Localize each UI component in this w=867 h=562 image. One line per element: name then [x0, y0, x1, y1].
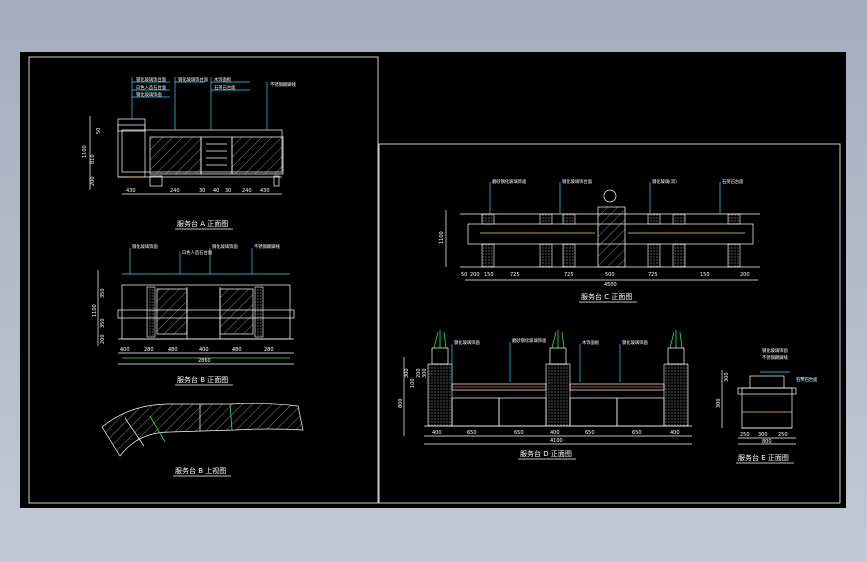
v1-dim-7: 430	[260, 188, 270, 194]
v2-side-3: 350	[100, 318, 106, 328]
v5-dim-2: 650	[467, 430, 477, 436]
v6-title: 服务台 E 正面图	[738, 453, 789, 462]
v2-dim-6: 280	[264, 347, 274, 353]
left-panel-frame	[28, 56, 379, 504]
view-4-elevation	[445, 182, 760, 281]
v1-dim-3: 30	[199, 188, 205, 194]
v6-side-1: 300	[716, 398, 722, 408]
v4-dim-5: 725	[564, 272, 574, 278]
v5-note-1: 钢化玻璃饰面	[454, 339, 480, 346]
view-3-top-view	[101, 402, 304, 457]
v4-dim-6: 500	[605, 272, 615, 278]
v1-side-1: 1100	[82, 145, 88, 158]
view-2-elevation	[97, 248, 295, 365]
v1-dim-5: 30	[225, 188, 231, 194]
v5-dim-1: 400	[432, 430, 442, 436]
v1-side-2: 810	[90, 154, 96, 164]
v2-note-2: 白色人造石台面	[182, 249, 213, 256]
v1-side-4: 200	[90, 176, 96, 186]
v4-dim-1: 50	[461, 272, 467, 278]
v5-overall: 4100	[550, 438, 563, 444]
cad-drawing: 钢化玻璃饰台面 白色人造石台面 钢化玻璃饰面 钢化玻璃饰台面 木饰面板 石英石台…	[28, 56, 841, 504]
v5-note-4: 钢化玻璃饰面	[622, 339, 648, 346]
v4-dim-7: 725	[648, 272, 658, 278]
view-1-elevation	[89, 77, 284, 195]
v4-note-2: 钢化玻璃饰台面	[562, 178, 593, 185]
v5-side-5: 800	[398, 398, 404, 408]
v6-side-2: 300	[724, 372, 730, 382]
v2-side-1: 1100	[92, 304, 98, 317]
v4-overall: 4500	[604, 282, 617, 288]
view-5-elevation	[403, 330, 692, 445]
v1-note-5: 木饰面板	[214, 76, 232, 83]
v5-dim-6: 650	[632, 430, 642, 436]
v2-note-3: 钢化玻璃饰面	[212, 243, 238, 250]
v5-dim-3: 650	[514, 430, 524, 436]
v5-note-3: 木饰面板	[582, 339, 600, 346]
v2-side-4: 200	[100, 334, 106, 344]
v6-dim-3: 250	[778, 432, 788, 438]
v2-note-4: 不锈钢踢脚线	[254, 243, 280, 250]
v2-side-2: 350	[100, 288, 106, 298]
v4-note-4: 石英石台面	[722, 178, 744, 185]
view-6-elevation	[721, 370, 810, 445]
v5-side-1: 300	[404, 368, 410, 378]
v1-note-2: 白色人造石台面	[136, 84, 167, 91]
v2-title: 服务台 B 正面图	[177, 375, 228, 384]
v4-dim-3: 150	[484, 272, 494, 278]
v5-title: 服务台 D 正面图	[520, 449, 572, 458]
v6-note-2: 不锈钢踢脚线	[762, 354, 788, 361]
v2-dim-5: 480	[232, 347, 242, 353]
v5-dim-7: 400	[670, 430, 680, 436]
v4-dim-8: 150	[700, 272, 710, 278]
v1-note-6: 石英石台面	[214, 84, 236, 91]
v6-note-1: 钢化玻璃饰面	[762, 347, 788, 354]
v2-note-1: 钢化玻璃饰面	[132, 243, 158, 250]
v1-title: 服务台 A 正面图	[177, 219, 228, 228]
v1-note-7: 不锈钢踢脚线	[270, 81, 296, 88]
v4-title: 服务台 C 正面图	[581, 292, 632, 301]
v1-dim-4: 40	[213, 188, 219, 194]
v2-overall: 2860	[198, 358, 211, 364]
v5-note-2: 磨砂钢化玻璃饰面	[512, 337, 547, 344]
v1-note-1: 钢化玻璃饰台面	[136, 76, 167, 83]
v1-dim-2: 240	[170, 188, 180, 194]
v5-side-4: 300	[422, 368, 428, 378]
v6-overall: 800	[762, 439, 772, 445]
v4-dim-4: 725	[510, 272, 520, 278]
v1-side-3: 50	[96, 128, 102, 134]
v5-dim-4: 400	[550, 430, 560, 436]
v4-dim-2: 200	[470, 272, 480, 278]
v5-side-3: 200	[416, 368, 422, 378]
cad-drawing-canvas[interactable]: 钢化玻璃饰台面 白色人造石台面 钢化玻璃饰面 钢化玻璃饰台面 木饰面板 石英石台…	[20, 52, 846, 508]
v1-dim-1: 430	[126, 188, 136, 194]
v4-side-1: 1100	[439, 231, 445, 244]
v1-note-4: 钢化玻璃饰台面	[178, 76, 209, 83]
right-panel-frame	[378, 143, 841, 504]
v5-dim-5: 650	[585, 430, 595, 436]
v2-dim-2: 280	[144, 347, 154, 353]
v3-title: 服务台 B 上视图	[175, 466, 226, 475]
v4-dim-9: 200	[740, 272, 750, 278]
v1-dim-6: 240	[242, 188, 252, 194]
v2-dim-1: 400	[120, 347, 130, 353]
v2-dim-3: 480	[168, 347, 178, 353]
v4-note-1: 磨砂钢化玻璃饰面	[492, 178, 527, 185]
v1-note-3: 钢化玻璃饰面	[136, 91, 162, 98]
v6-dim-1: 250	[740, 432, 750, 438]
v5-side-2: 100	[410, 378, 416, 388]
v2-dim-4: 400	[199, 347, 209, 353]
v6-dim-2: 300	[758, 432, 768, 438]
v4-note-3: 钢化玻璃(双)	[652, 178, 677, 185]
v6-note-3: 石英石台面	[796, 376, 818, 383]
